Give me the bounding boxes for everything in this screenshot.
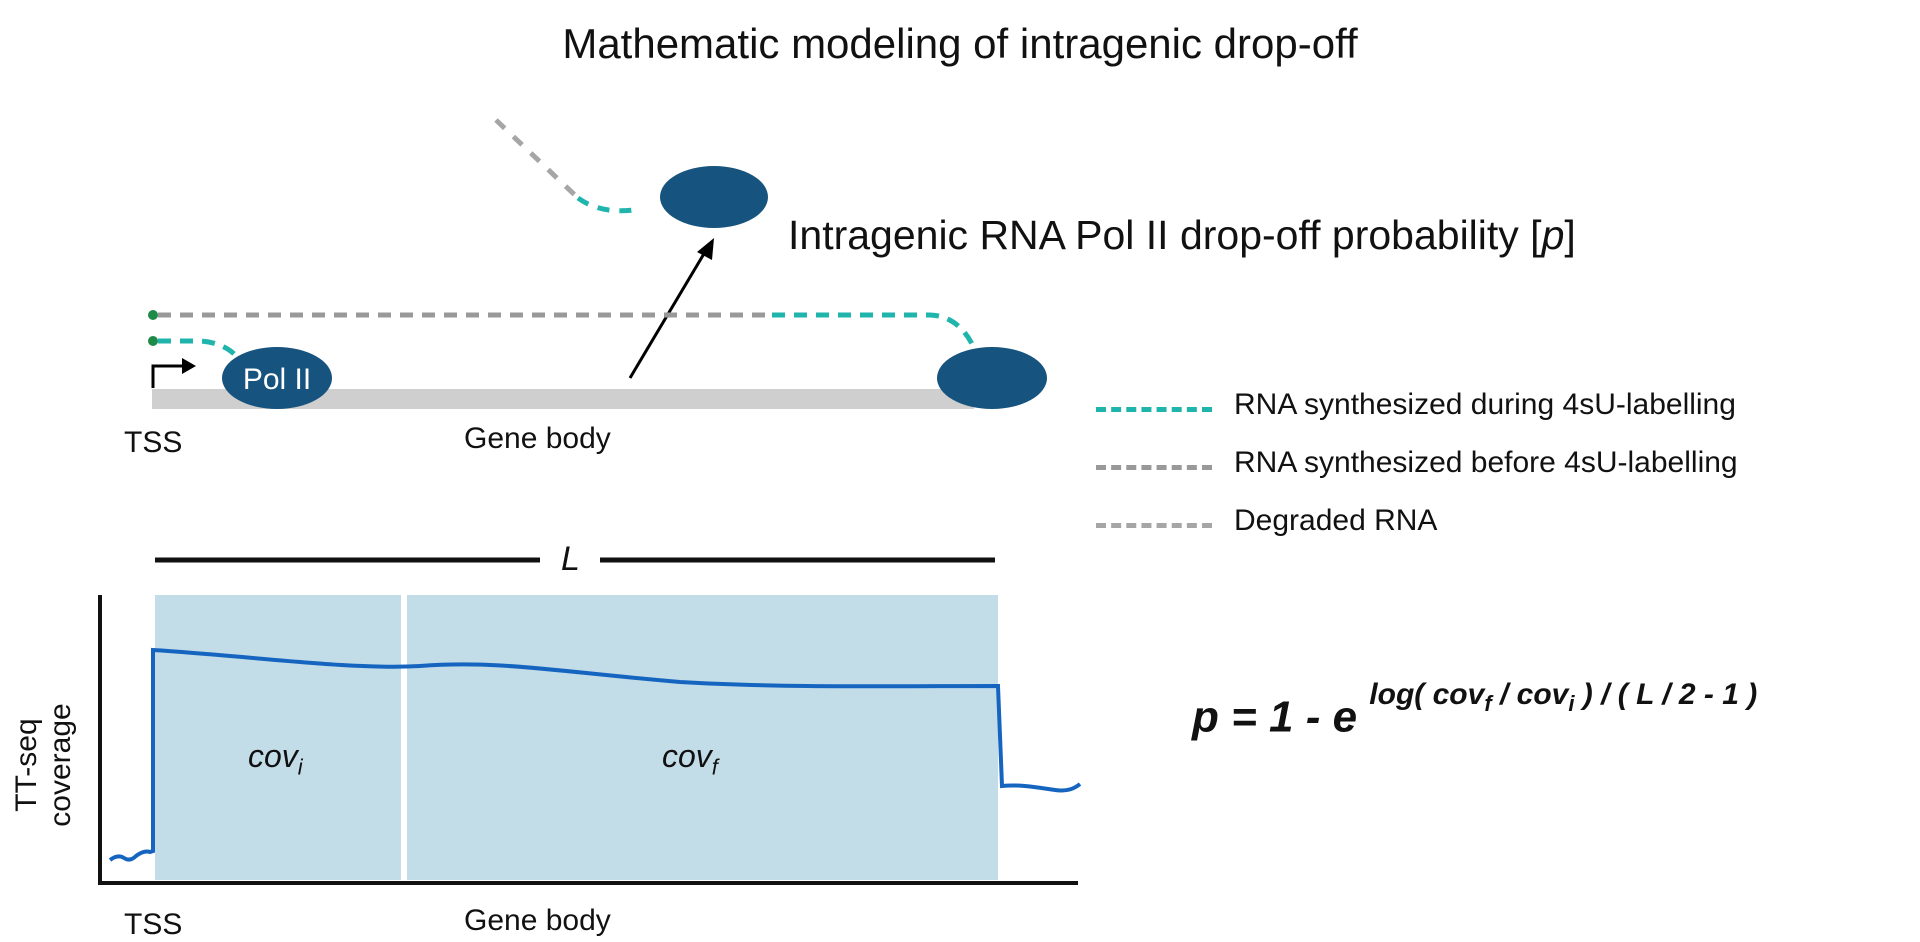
rna-5prime-dot: [148, 310, 158, 320]
x-axis-tss-label: TSS: [124, 908, 183, 941]
cov-i-subscript: i: [297, 754, 303, 780]
legend-label: RNA synthesized before 4sU-labelling: [1234, 446, 1738, 479]
dropoff-label-close: ]: [1564, 212, 1576, 258]
legend-swatch-unlabelled: [1096, 465, 1212, 470]
y-axis-label-line2: coverage: [44, 703, 77, 827]
cov-i-label: covi: [248, 738, 303, 780]
formula-exp-sub-f: f: [1484, 691, 1492, 716]
formula-exp-sub-i: i: [1568, 691, 1575, 716]
dropoff-probability-variable: p: [1541, 212, 1565, 258]
final-region: [407, 595, 998, 880]
gene-body-label: Gene body: [464, 422, 611, 455]
labelled-rna-fragment: [576, 195, 635, 214]
y-axis-label-line1: TT-seq: [10, 718, 43, 812]
y-axis-label: TT-seq coverage: [10, 650, 78, 880]
plot-axes: [98, 595, 1078, 885]
formula-exp-b: / cov: [1491, 678, 1569, 711]
rna-5prime-dot: [148, 336, 158, 346]
initial-region: [155, 595, 401, 880]
x-axis-gene-body-label: Gene body: [464, 904, 611, 937]
polymerase-at-end: [937, 347, 1047, 409]
labelled-rna-strand-long: [772, 312, 978, 352]
legend-label: RNA synthesized during 4sU-labelling: [1234, 388, 1736, 421]
formula-lhs: p = 1 - e: [1192, 692, 1370, 742]
dropped-polymerase: [660, 166, 768, 228]
slide-title: Mathematic modeling of intragenic drop-o…: [562, 20, 1358, 67]
cov-f-subscript: f: [711, 754, 718, 780]
polymerase-label: Pol II: [243, 363, 311, 396]
degraded-rna-fragment: [494, 118, 580, 200]
legend-swatch-degraded: [1096, 523, 1212, 528]
dropoff-probability-label: Intragenic RNA Pol II drop-off probabili…: [788, 212, 1576, 259]
formula-exp-c: ) / ( L / 2 - 1 ): [1574, 678, 1758, 711]
coverage-curve: [108, 647, 1082, 862]
length-label: L: [561, 540, 580, 578]
cov-f-label: covf: [662, 738, 718, 780]
polymerase-near-tss: [222, 347, 332, 409]
cov-i-base: cov: [248, 738, 298, 774]
tss-arrowhead: [182, 358, 196, 374]
labelled-rna-strand-short: [158, 338, 245, 366]
dropoff-formula: p = 1 - e log( covf / covi ) / ( L / 2 -…: [1192, 678, 1757, 743]
legend-swatch-labelled: [1096, 407, 1212, 412]
dropoff-label-text: Intragenic RNA Pol II drop-off probabili…: [788, 212, 1542, 258]
tss-arrow-icon: [151, 364, 182, 388]
formula-exponent: log( covf / covi ) / ( L / 2 - 1 ): [1369, 678, 1758, 716]
dropoff-arrowhead: [697, 238, 714, 260]
cov-f-base: cov: [662, 738, 712, 774]
legend-label: Degraded RNA: [1234, 504, 1438, 537]
formula-exp-a: log( cov: [1369, 678, 1485, 711]
gene-body-bar: [152, 389, 974, 409]
tss-label: TSS: [124, 426, 183, 459]
